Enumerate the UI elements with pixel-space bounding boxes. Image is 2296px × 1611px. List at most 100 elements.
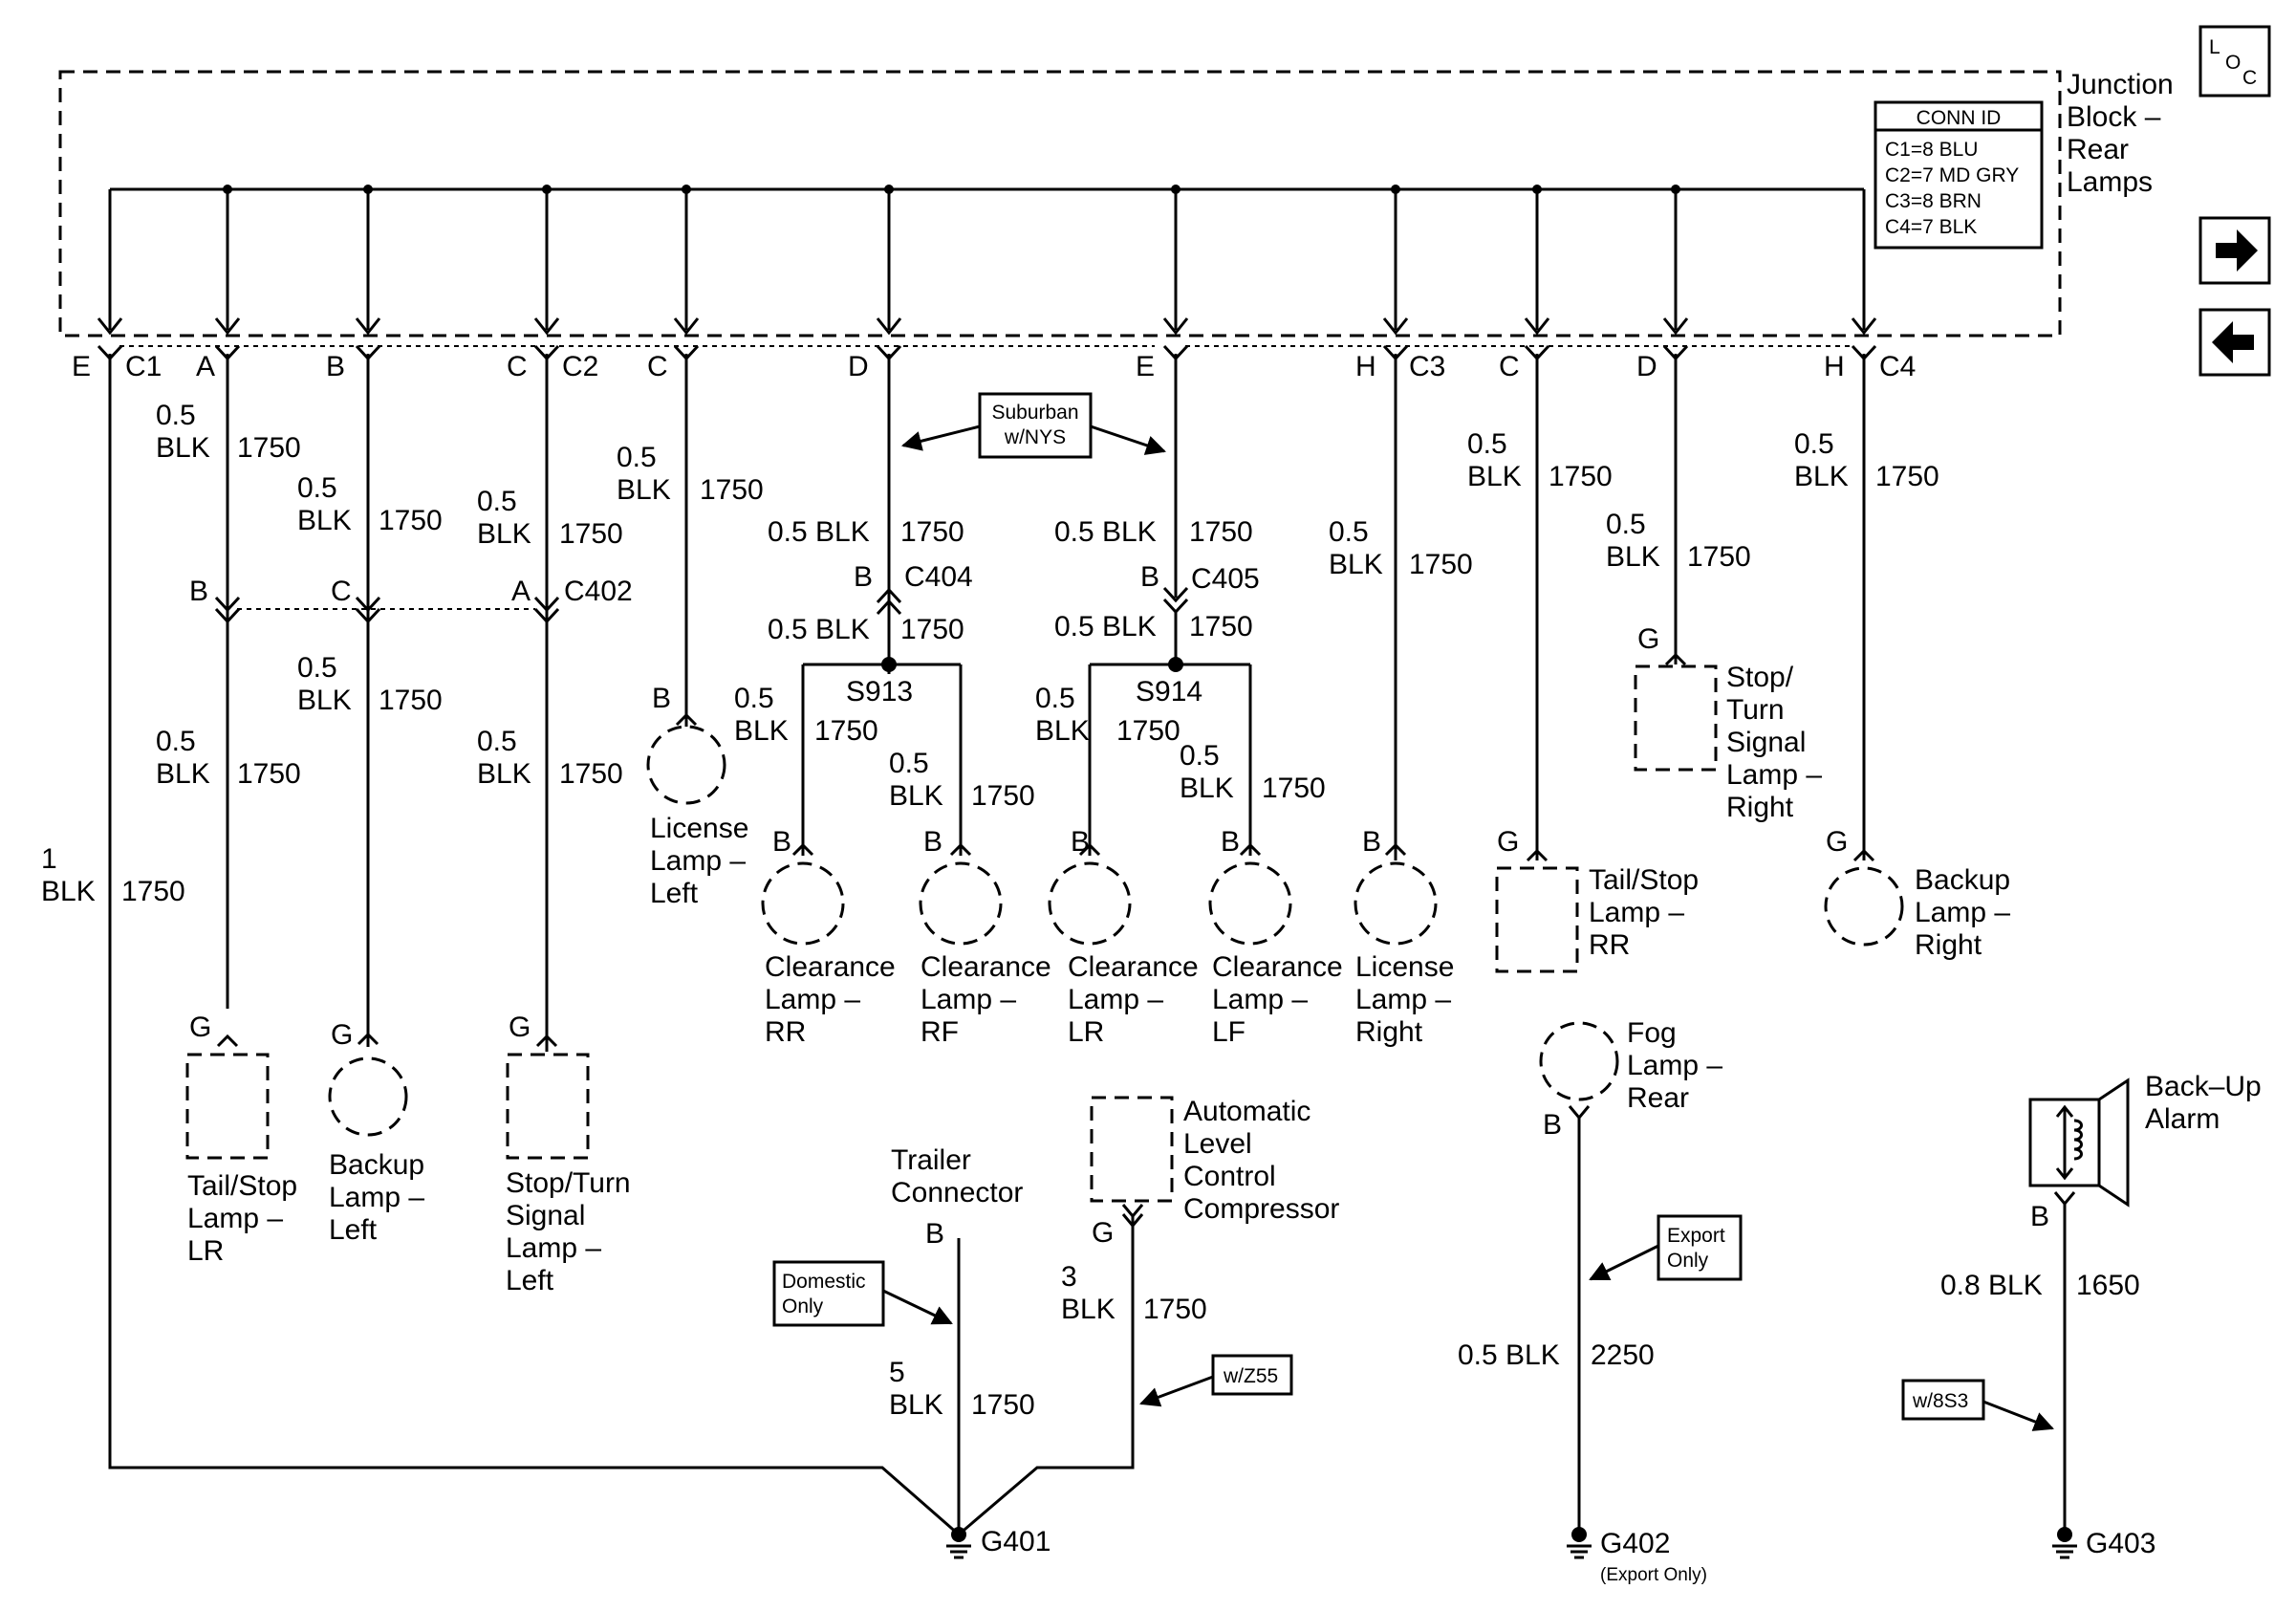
svg-text:Control: Control (1183, 1161, 1276, 1192)
svg-text:A: A (511, 576, 531, 607)
ground-g403: G403 (2052, 1527, 2155, 1559)
svg-text:C: C (331, 576, 352, 607)
connector-caps (214, 586, 2076, 1229)
svg-text:D: D (1636, 351, 1657, 382)
svg-text:G401: G401 (981, 1526, 1051, 1557)
wire-labels: 1 BLK 1750 0.5 BLK 1750 0.5 BLK 1750 0.5… (41, 400, 2140, 1421)
svg-text:C3: C3 (1409, 351, 1445, 382)
svg-text:G: G (1826, 826, 1848, 858)
svg-text:0.5 BLK: 0.5 BLK (768, 516, 870, 548)
svg-text:0.5: 0.5 (477, 486, 517, 517)
svg-text:Lamp –: Lamp – (650, 845, 746, 877)
svg-text:BLK: BLK (297, 685, 352, 716)
svg-text:1750: 1750 (379, 505, 443, 536)
coil-icon (2073, 1119, 2083, 1161)
svg-text:BLK: BLK (1467, 461, 1522, 492)
svg-text:1: 1 (41, 843, 57, 875)
svg-text:B: B (923, 826, 942, 858)
svg-text:3: 3 (1061, 1261, 1077, 1293)
loc-button[interactable]: L O C (2199, 25, 2271, 98)
svg-text:LR: LR (1068, 1016, 1104, 1048)
clearance-lamp-lf: B Clearance Lamp – LF (1208, 826, 1343, 1048)
svg-text:C: C (507, 351, 528, 382)
svg-text:1750: 1750 (900, 516, 964, 548)
conn-id-row: C2=7 MD GRY (1885, 164, 2019, 186)
svg-text:Left: Left (650, 878, 699, 909)
note-w8s3: w/8S3 (1901, 1379, 2054, 1431)
svg-text:Right: Right (1355, 1016, 1423, 1048)
splice-s913: S913 (846, 676, 913, 708)
svg-text:BLK: BLK (477, 518, 531, 550)
backup-lamp-left: G Backup Lamp – Left (328, 1019, 424, 1246)
svg-text:1750: 1750 (1875, 461, 1939, 492)
svg-text:B: B (772, 826, 791, 858)
license-lamp-right: B License Lamp – Right (1354, 826, 1454, 1048)
fog-lamp-rear: B Fog Lamp – Rear (1539, 1017, 1722, 1141)
stop-turn-lamp-right: G Stop/ Turn Signal Lamp – Right (1634, 623, 1822, 823)
svg-text:Rear: Rear (1627, 1082, 1689, 1114)
next-page-button[interactable] (2199, 216, 2271, 285)
bus-drops (97, 185, 1877, 336)
svg-text:Compressor: Compressor (1183, 1193, 1339, 1225)
svg-text:0.5: 0.5 (1606, 509, 1646, 540)
svg-text:1750: 1750 (1409, 549, 1473, 580)
svg-text:0.5: 0.5 (1329, 516, 1369, 548)
svg-text:C2: C2 (562, 351, 598, 382)
svg-text:0.5 BLK: 0.5 BLK (1458, 1339, 1560, 1371)
svg-text:Right: Right (1915, 929, 1982, 961)
conn-id-row: C4=7 BLK (1885, 216, 1977, 238)
svg-text:1750: 1750 (900, 614, 964, 645)
svg-text:0.5 BLK: 0.5 BLK (1054, 611, 1157, 642)
svg-text:1750: 1750 (1143, 1294, 1207, 1325)
svg-text:Lamp –: Lamp – (1212, 984, 1308, 1015)
svg-text:BLK: BLK (477, 758, 531, 790)
svg-text:G: G (1497, 826, 1519, 858)
svg-text:BLK: BLK (1606, 541, 1660, 573)
svg-text:Turn: Turn (1726, 694, 1785, 726)
svg-text:0.5 BLK: 0.5 BLK (1054, 516, 1157, 548)
svg-text:BLK: BLK (617, 474, 671, 506)
svg-text:w/8S3: w/8S3 (1912, 1390, 1968, 1412)
note-domestic: Domestic Only (772, 1260, 953, 1327)
svg-text:C4: C4 (1879, 351, 1916, 382)
svg-text:0.5: 0.5 (477, 726, 517, 757)
svg-text:1750: 1750 (1189, 516, 1253, 548)
license-lamp-left: B License Lamp – Left (646, 683, 748, 909)
svg-text:BLK: BLK (1329, 549, 1383, 580)
svg-text:Back–Up: Back–Up (2145, 1071, 2262, 1102)
svg-text:Tail/Stop: Tail/Stop (187, 1170, 297, 1202)
note-wz55: w/Z55 (1139, 1354, 1293, 1407)
stop-turn-lamp-left: G Stop/Turn Signal Lamp – Left (506, 1012, 631, 1296)
inline-connector-labels: B C A C402 B C404 B C405 S913 S914 (189, 561, 1260, 708)
svg-text:H: H (1355, 351, 1376, 382)
svg-text:Trailer: Trailer (891, 1144, 971, 1176)
loc-icon-c: C (2242, 67, 2257, 89)
svg-text:Backup: Backup (329, 1149, 424, 1181)
loc-icon-o: O (2225, 52, 2241, 74)
svg-text:Lamp –: Lamp – (1726, 759, 1822, 791)
prev-page-button[interactable] (2199, 308, 2271, 377)
svg-text:0.5: 0.5 (1467, 428, 1507, 460)
svg-text:0.5: 0.5 (734, 683, 774, 714)
svg-text:B: B (854, 561, 873, 593)
svg-text:0.5 BLK: 0.5 BLK (768, 614, 870, 645)
svg-text:0.5: 0.5 (1035, 683, 1075, 714)
conn-id-table: CONN ID C1=8 BLU C2=7 MD GRY C3=8 BRN C4… (1874, 100, 2044, 250)
svg-text:BLK: BLK (889, 1389, 943, 1421)
svg-text:1750: 1750 (237, 758, 301, 790)
svg-text:BLK: BLK (1035, 715, 1090, 747)
svg-text:G403: G403 (2086, 1528, 2155, 1559)
back-up-alarm: B Back–Up Alarm (2028, 1071, 2262, 1232)
svg-text:1750: 1750 (1549, 461, 1613, 492)
svg-text:Lamp –: Lamp – (329, 1182, 424, 1213)
svg-text:LR: LR (187, 1235, 224, 1267)
svg-text:w/NYS: w/NYS (1004, 426, 1066, 448)
tail-stop-lamp-lr: G Tail/Stop Lamp – LR (185, 1012, 297, 1267)
svg-text:Signal: Signal (506, 1200, 585, 1231)
conn-id-row: C1=8 BLU (1885, 139, 1978, 161)
svg-text:License: License (650, 813, 748, 844)
level-control-compressor: G Automatic Level Control Compressor (1090, 1096, 1339, 1249)
svg-text:B: B (326, 351, 345, 382)
svg-text:LF: LF (1212, 1016, 1245, 1048)
svg-text:RF: RF (921, 1016, 959, 1048)
